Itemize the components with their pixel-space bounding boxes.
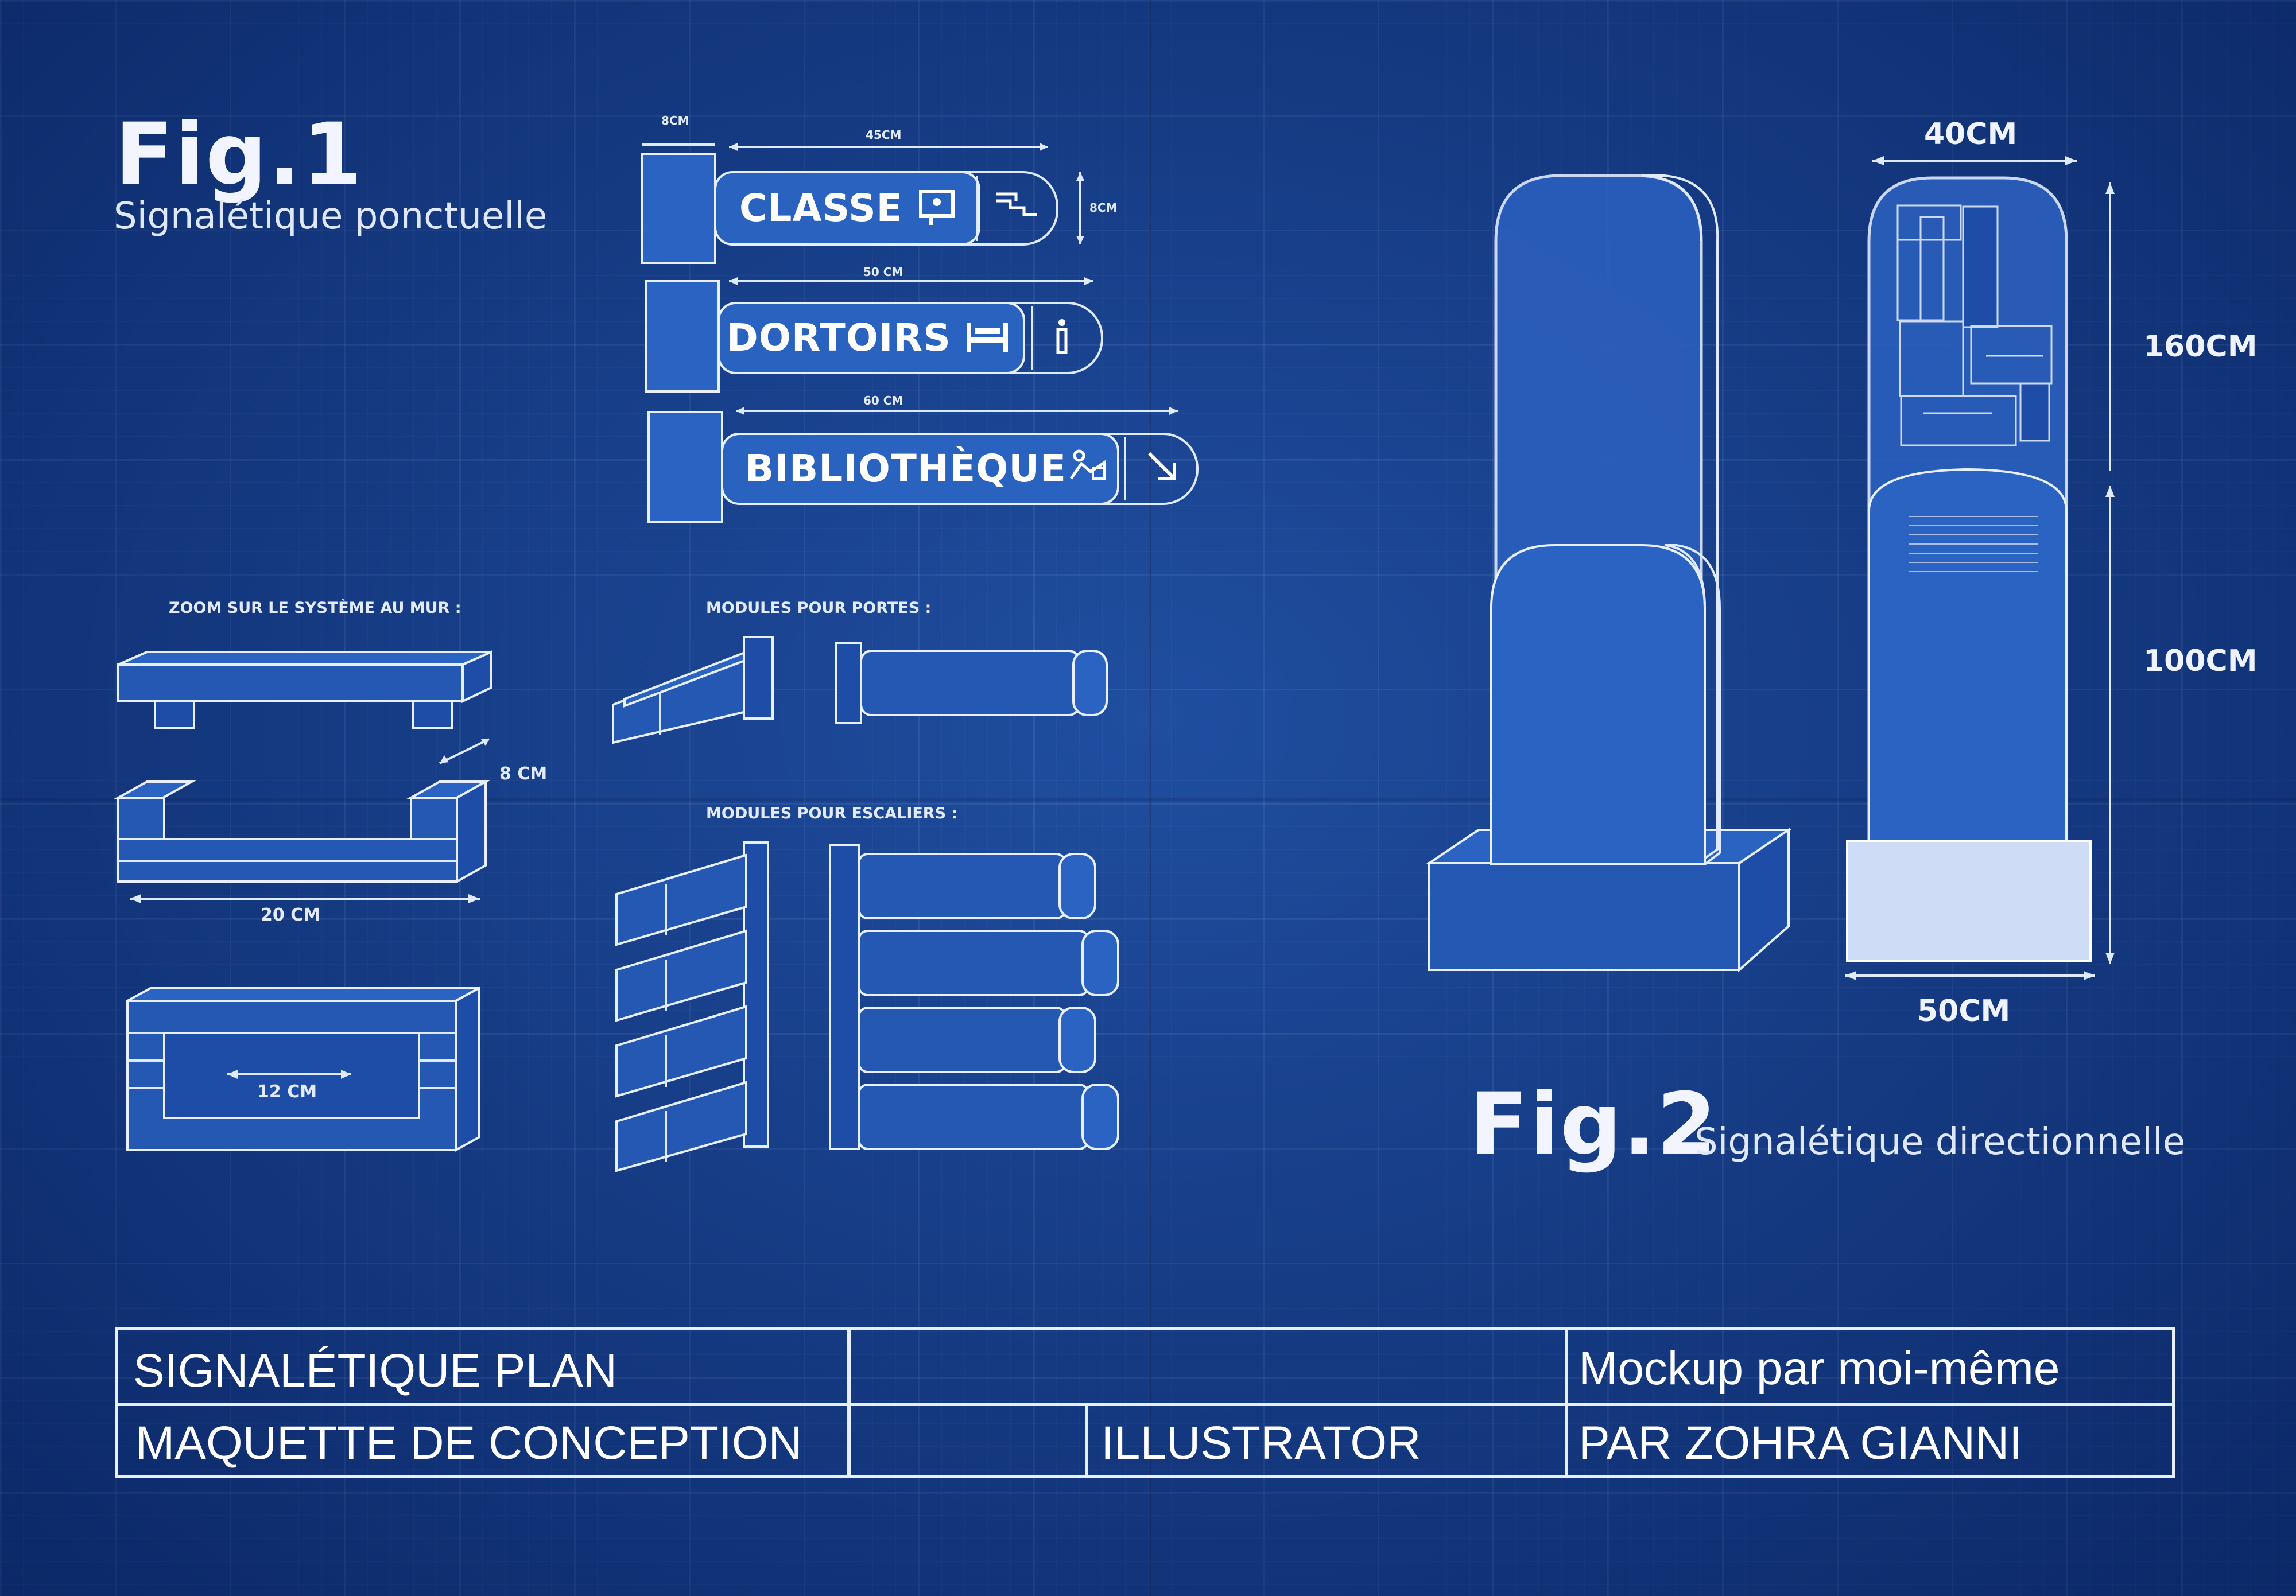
totem-lower-height: 100CM bbox=[2143, 644, 2258, 678]
totem-base-width: 50CM bbox=[1917, 994, 2011, 1028]
fig2-number: Fig.2 bbox=[1469, 1075, 1718, 1175]
info-icon bbox=[1056, 319, 1068, 354]
wall-width-label: 20 CM bbox=[261, 905, 321, 925]
sign3-width-label: 60 CM bbox=[863, 394, 903, 407]
sign1-width-label: 45CM bbox=[866, 128, 902, 142]
elevation-text-lines bbox=[1909, 516, 2038, 572]
fig2-subtitle: Signalétique directionnelle bbox=[1694, 1121, 2186, 1163]
bed-icon bbox=[967, 323, 1008, 352]
sign3-label: BIBLIOTHÈQUE bbox=[745, 446, 1067, 491]
sign2-label: DORTOIRS bbox=[727, 316, 951, 360]
fig1-number: Fig.1 bbox=[115, 105, 363, 205]
sign1-height-label: 8CM bbox=[1089, 201, 1118, 215]
sign1-wall-block bbox=[641, 153, 716, 264]
elevation-base bbox=[1846, 840, 2092, 962]
title-block-software: ILLUSTRATOR bbox=[1101, 1417, 1421, 1469]
sign2-wall-block bbox=[645, 280, 720, 393]
sign1-panel bbox=[714, 171, 980, 246]
stairs-icon bbox=[996, 192, 1037, 216]
wall-depth-label: 8 CM bbox=[499, 764, 548, 784]
door-modules-title: MODULES POUR PORTES : bbox=[706, 599, 932, 617]
fig1-subtitle: Signalétique ponctuelle bbox=[114, 195, 548, 238]
sign1-depth-label: 8CM bbox=[661, 114, 689, 127]
title-block-mockup-credit: Mockup par moi-même bbox=[1578, 1342, 2060, 1395]
totem-lower-panel bbox=[1490, 544, 1706, 865]
title-block-project: SIGNALÉTIQUE PLAN bbox=[133, 1345, 618, 1397]
title-block-subject: MAQUETTE DE CONCEPTION bbox=[135, 1417, 802, 1469]
sign3-wall-block bbox=[647, 411, 723, 523]
totem-top-width: 40CM bbox=[1924, 117, 2018, 152]
paper-fold-vertical bbox=[1148, 0, 1151, 1596]
wall-system-title: ZOOM SUR LE SYSTÈME AU MUR : bbox=[169, 599, 461, 617]
title-block: SIGNALÉTIQUE PLAN Mockup par moi-même MA… bbox=[115, 1327, 2175, 1478]
floor-plan-map bbox=[1896, 204, 2053, 446]
sign3-panel bbox=[721, 433, 1119, 505]
board-icon bbox=[919, 190, 955, 225]
totem-upper-height: 160CM bbox=[2143, 329, 2258, 364]
arrow-down-right-icon bbox=[1147, 452, 1176, 480]
paper-fold-horizontal bbox=[0, 798, 2296, 801]
stair-modules-title: MODULES POUR ESCALIERS : bbox=[706, 805, 958, 822]
sign2-width-label: 50 CM bbox=[863, 265, 903, 279]
sign2-panel bbox=[718, 302, 1025, 374]
sign1-label: CLASSE bbox=[739, 186, 903, 230]
wall-inner-label: 12 CM bbox=[257, 1082, 317, 1102]
title-block-author: PAR ZOHRA GIANNI bbox=[1578, 1417, 2023, 1469]
reader-icon bbox=[1069, 449, 1106, 480]
